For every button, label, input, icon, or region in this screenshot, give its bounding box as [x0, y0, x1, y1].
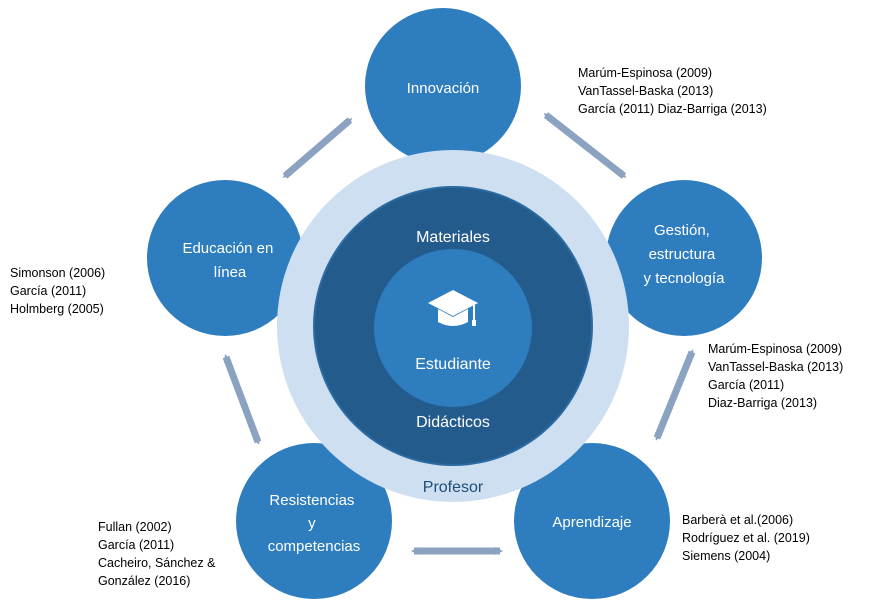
node-label-line: Gestión,	[654, 222, 710, 239]
reference-line: Barberà et al.(2006)	[682, 513, 793, 527]
node-label-educacion: Educación en línea	[182, 240, 277, 281]
node-label-aprendizaje: Aprendizaje	[552, 514, 631, 531]
node-label-gestion: Gestión, estructura y tecnología	[644, 222, 726, 287]
reference-line: VanTassel-Baska (2013)	[708, 360, 843, 374]
outer-nodes	[147, 8, 762, 599]
node-aprendizaje	[514, 443, 670, 599]
reference-line: Marúm-Espinosa (2009)	[708, 342, 842, 356]
connector-arrows	[222, 112, 696, 555]
node-label-line: línea	[214, 264, 247, 281]
node-gestion	[606, 180, 762, 336]
reference-line: García (2011) Diaz-Barriga (2013)	[578, 102, 767, 116]
reference-line: Diaz-Barriga (2013)	[708, 396, 817, 410]
node-educacion	[147, 180, 303, 336]
arrow-gestion-aprendizaje	[653, 349, 696, 441]
reference-line: Siemens (2004)	[682, 549, 770, 563]
core-estudiante	[374, 249, 532, 407]
reference-line: Simonson (2006)	[10, 266, 105, 280]
reference-line: González (2016)	[98, 574, 190, 588]
node-label-line: Aprendizaje	[552, 514, 631, 531]
references-resistencias: Fullan (2002) García (2011) Cacheiro, Sá…	[98, 520, 219, 588]
outer-ring-label: Profesor	[423, 479, 484, 496]
node-label-innovacion: Innovación	[407, 80, 480, 97]
arrow-resistencias-educacion	[222, 354, 262, 445]
node-innovacion	[365, 8, 521, 164]
arrow-innovacion-educacion	[282, 117, 353, 179]
node-label-line: y tecnología	[644, 270, 726, 287]
reference-line: García (2011)	[98, 538, 174, 552]
inner-top-label: Materiales	[416, 229, 490, 246]
node-resistencias	[236, 443, 392, 599]
node-label-line: competencias	[268, 538, 361, 555]
reference-line: Holmberg (2005)	[10, 302, 104, 316]
core-label: Estudiante	[415, 356, 491, 373]
reference-line: Marúm-Espinosa (2009)	[578, 66, 712, 80]
reference-line: García (2011)	[708, 378, 784, 392]
reference-line: Fullan (2002)	[98, 520, 172, 534]
reference-line: VanTassel-Baska (2013)	[578, 84, 713, 98]
references-gestion-aprendizaje: Marúm-Espinosa (2009) VanTassel-Baska (2…	[708, 342, 847, 410]
reference-line: Cacheiro, Sánchez &	[98, 556, 216, 570]
inner-bottom-label: Didácticos	[416, 414, 490, 431]
arrow-innovacion-gestion	[543, 112, 627, 179]
references-innovacion-gestion: Marúm-Espinosa (2009) VanTassel-Baska (2…	[578, 66, 767, 116]
node-label-line: y	[308, 515, 316, 532]
references-educacion: Simonson (2006) García (2011) Holmberg (…	[10, 266, 109, 316]
node-label-line: estructura	[649, 246, 716, 263]
reference-line: Rodríguez et al. (2019)	[682, 531, 810, 545]
node-label-line: Educación en	[182, 240, 273, 257]
node-label-resistencias: Resistencias y competencias	[268, 492, 361, 555]
references-aprendizaje: Barberà et al.(2006) Rodríguez et al. (2…	[682, 513, 813, 563]
reference-line: García (2011)	[10, 284, 86, 298]
node-label-line: Innovación	[407, 80, 480, 97]
graduation-cap-icon	[428, 290, 478, 326]
node-label-line: Resistencias	[269, 492, 354, 509]
